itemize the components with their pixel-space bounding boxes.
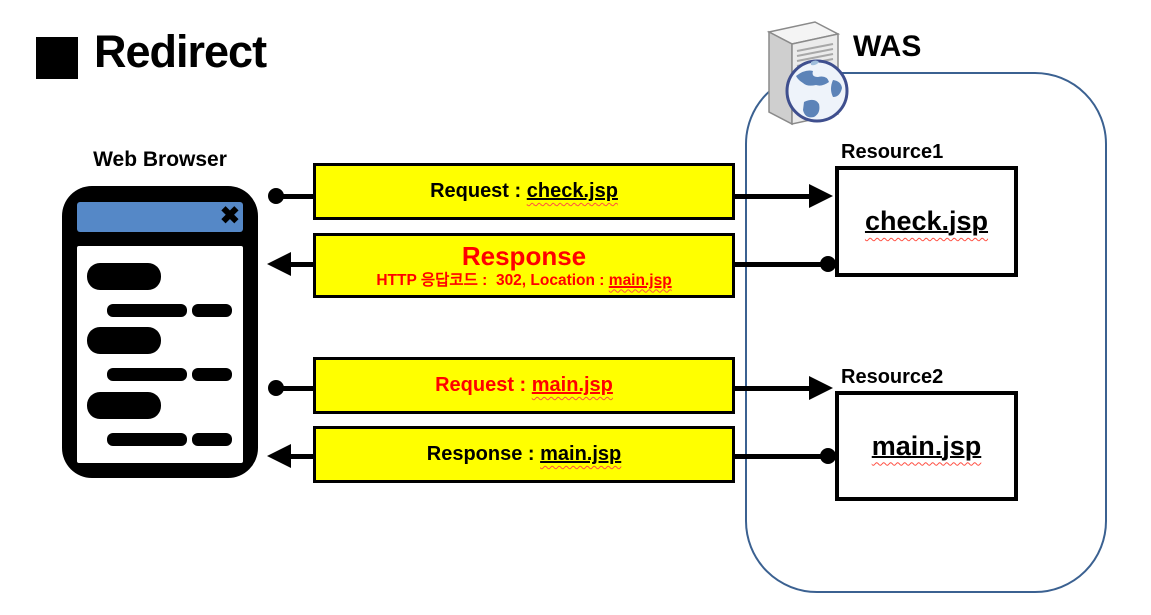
jsp-file-name: main.jsp [540,443,622,465]
content-line [192,368,232,381]
arrowhead-right-icon [809,376,833,400]
connector-endpoint-dot [820,256,836,272]
message-response-main: Response : main.jsp [313,426,735,483]
arrowhead-left-icon [267,444,291,468]
browser-content [77,246,243,463]
content-block [87,263,161,290]
message-text: Request : [430,180,527,202]
content-line [107,368,187,381]
resource2-box: main.jsp [835,391,1018,501]
jsp-file-name: check.jsp [864,206,989,236]
jsp-file-name: main.jsp [608,271,672,289]
web-browser-icon: ✖ [62,186,258,478]
jsp-file-name: main.jsp [871,430,982,461]
message-response-302: Response HTTP 응답코드 : 302, Location : mai… [313,233,735,298]
close-icon: ✖ [219,202,240,230]
resource2-label: Resource2 [841,366,944,388]
content-line [192,433,232,446]
message-detail: HTTP 응답코드 : 302, Location : [376,271,609,289]
content-block [87,392,161,419]
server-icon [766,21,849,126]
message-title: Response [461,240,587,271]
content-line [192,304,232,317]
content-block [87,327,161,354]
jsp-file-name: check.jsp [526,180,618,202]
connector-endpoint-dot [820,448,836,464]
message-request-check: Request : check.jsp [313,163,735,220]
message-text: Response : [426,443,541,465]
jsp-file-name: main.jsp [531,374,613,396]
message-text: Request : [435,374,532,396]
web-browser-label: Web Browser [93,148,227,171]
content-line [107,433,187,446]
was-label: WAS [853,30,922,63]
browser-titlebar: ✖ [77,202,243,232]
title-bullet-square [36,37,78,79]
arrowhead-left-icon [267,252,291,276]
arrowhead-right-icon [809,184,833,208]
resource1-label: Resource1 [841,141,944,163]
content-line [107,304,187,317]
resource1-box: check.jsp [835,166,1018,277]
page-title: Redirect [94,26,267,77]
was-container [745,72,1107,593]
message-request-main: Request : main.jsp [313,357,735,414]
